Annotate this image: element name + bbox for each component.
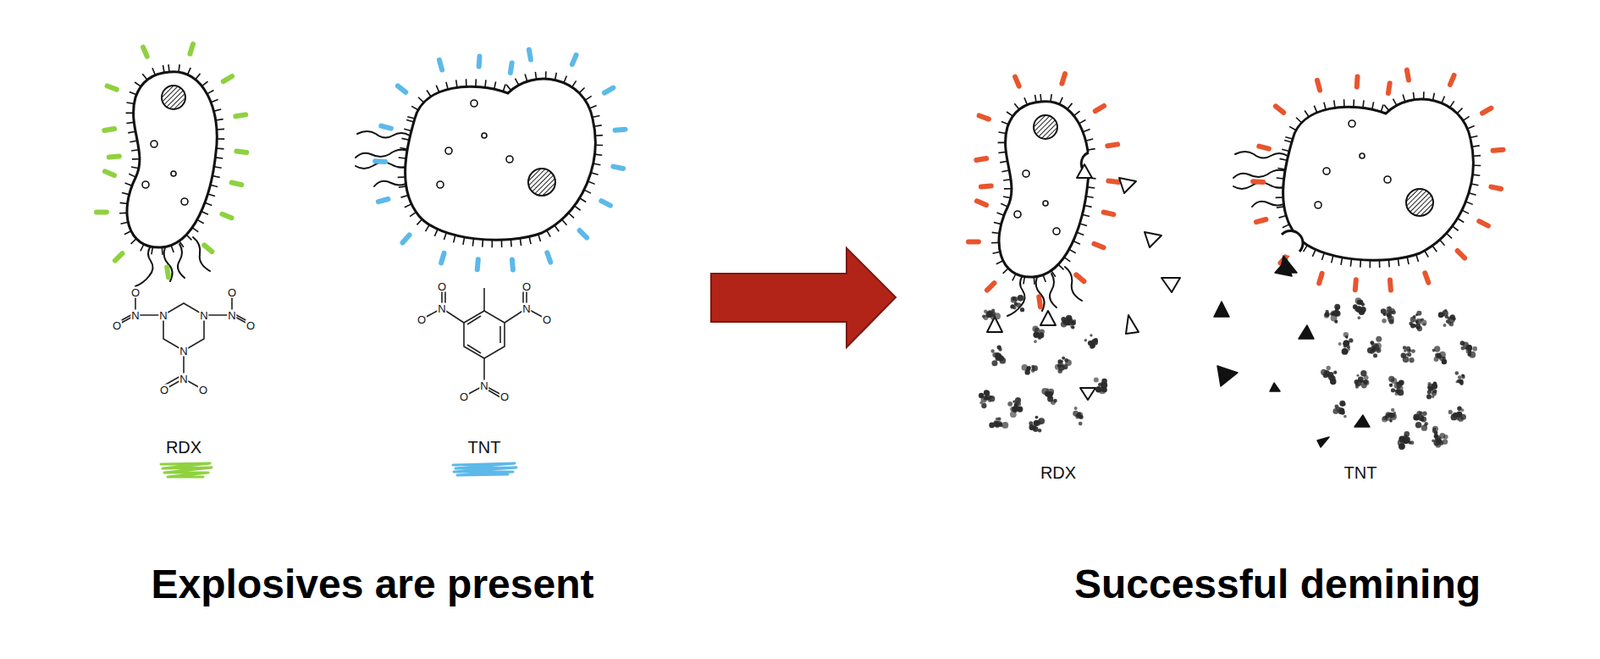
atom-symbol: N <box>178 345 188 357</box>
tnt-structure <box>421 286 547 400</box>
membrane-hairs <box>991 93 1097 285</box>
bacterium <box>1233 70 1504 291</box>
atom-symbol: O <box>521 281 532 293</box>
atom-symbol: O <box>226 286 238 298</box>
secretion-halo <box>1252 70 1503 291</box>
atom-symbol: O <box>436 281 447 293</box>
atom-symbol: N <box>158 309 168 321</box>
degraded-residue <box>978 294 1478 450</box>
atom-symbol: O <box>198 384 209 396</box>
membrane-hairs <box>1275 91 1481 268</box>
atom-symbol: N <box>521 303 531 315</box>
atom-symbol: O <box>159 384 170 396</box>
atom-symbol: O <box>541 314 552 326</box>
compound-name: RDX <box>1040 463 1076 481</box>
atom-symbol: N <box>436 303 447 315</box>
flagella <box>355 131 410 187</box>
atom-symbol: N <box>198 309 209 321</box>
atom-symbol: N <box>226 309 237 321</box>
bacterium <box>96 44 247 287</box>
flagella <box>1233 151 1288 207</box>
color-scribble <box>160 463 212 477</box>
atom-symbol: O <box>130 286 141 298</box>
secretion-halo <box>96 44 247 277</box>
caption-text: Successful demining <box>1074 563 1481 605</box>
rdx-structure <box>116 292 251 390</box>
color-scribble <box>452 463 517 475</box>
process-arrow <box>711 248 896 348</box>
bacterium <box>355 49 626 271</box>
atom-symbol: O <box>416 314 427 326</box>
secretion-halo <box>968 73 1119 307</box>
caption-text: Explosives are present <box>151 563 595 605</box>
atom-symbol: N <box>130 309 140 321</box>
atom-symbol: O <box>245 320 256 332</box>
atom-symbol: N <box>178 373 188 385</box>
compound-name: TNT <box>1344 463 1378 481</box>
fragment-triangles <box>1213 255 1370 447</box>
membrane-hairs <box>119 64 225 255</box>
bacterium <box>968 73 1119 316</box>
fragment-triangles <box>987 164 1181 400</box>
compound-name: RDX <box>165 438 202 456</box>
atom-symbol: O <box>458 391 469 403</box>
secretion-halo <box>375 49 625 271</box>
atom-symbol: N <box>479 380 489 392</box>
compound-name: TNT <box>468 438 502 456</box>
membrane-hairs <box>397 71 603 248</box>
cell-notch <box>1081 150 1303 256</box>
atom-symbol: O <box>111 320 122 332</box>
atom-symbol: O <box>499 391 510 403</box>
